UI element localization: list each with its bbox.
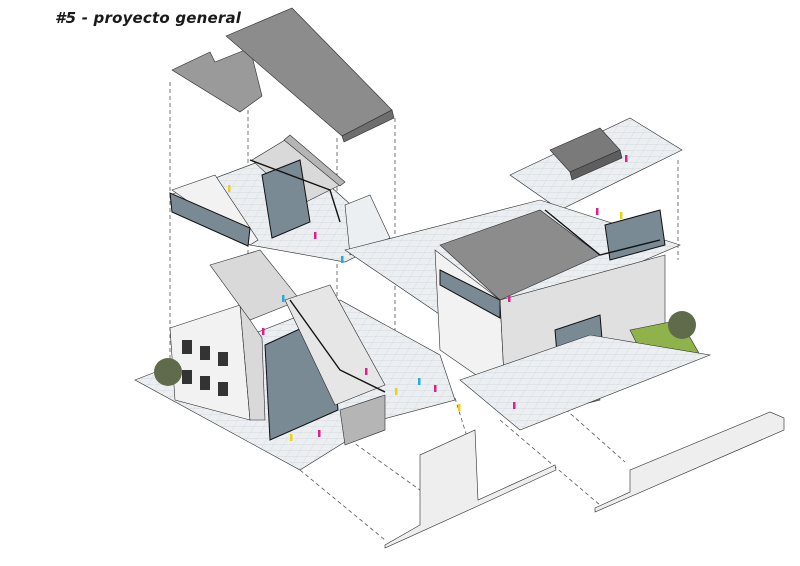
tree-icon (668, 311, 696, 339)
front-wall-left (384, 429, 557, 549)
people-markers (228, 155, 628, 441)
front-wall-right (594, 411, 785, 513)
right-main-building (344, 199, 712, 431)
tree-icon (154, 358, 182, 386)
right-roof-deck (509, 117, 683, 211)
left-roof (171, 7, 395, 143)
left-upper-floor (169, 134, 391, 263)
diagram-title: #5 - proyecto general (55, 9, 242, 27)
left-ground-floor (134, 249, 456, 471)
